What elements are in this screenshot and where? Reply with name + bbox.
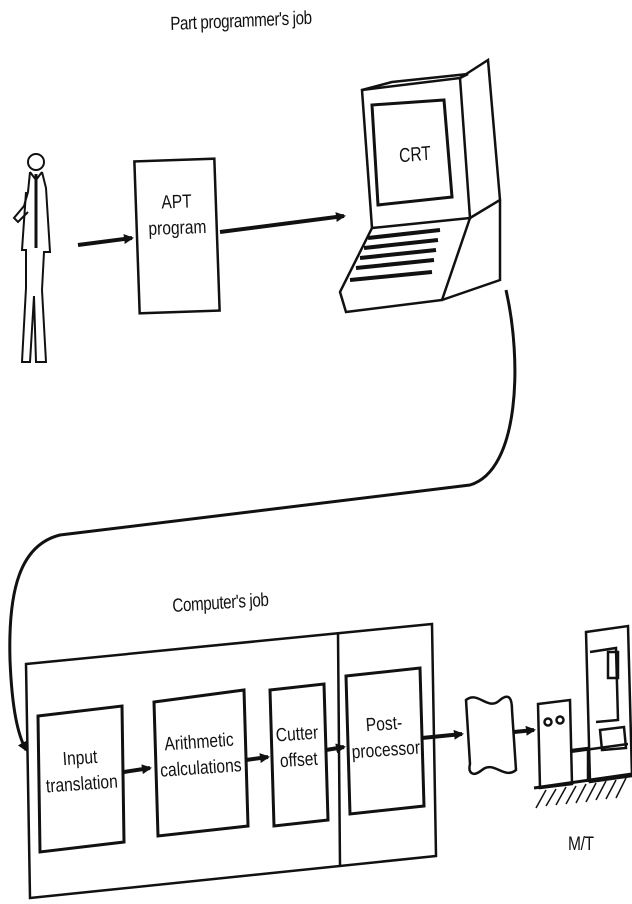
apt-line1: APT <box>161 191 193 214</box>
post-line2: processor <box>351 737 421 764</box>
punched-tape <box>464 695 518 775</box>
machine-tool-label: M/T <box>568 834 594 855</box>
cutter-offset-box <box>268 682 330 828</box>
arrow-to-apt <box>77 234 134 247</box>
cutter-line2: offset <box>279 748 319 773</box>
arrow-input-to-arithmetic <box>123 764 152 775</box>
arrow-tape-to-machine <box>513 725 536 736</box>
arrow-arithmetic-to-cutter <box>245 753 270 764</box>
part-programmer-figure <box>12 153 52 363</box>
apt-program-box <box>133 157 221 315</box>
input-translation-box <box>36 704 126 854</box>
apt-line2: program <box>148 216 207 240</box>
arrow-cutter-to-post <box>325 743 346 754</box>
post-processor-box <box>344 666 426 816</box>
arithmetic-calculations-box <box>152 688 250 838</box>
cutter-line1: Cutter <box>275 722 319 747</box>
machine-tool <box>533 624 632 809</box>
crt-label: CRT <box>398 142 432 168</box>
crt-terminal <box>338 57 502 314</box>
arithmetic-calculations-label: Arithmetic calculations <box>146 726 253 785</box>
cutter-offset-label: Cutter offset <box>264 720 331 776</box>
arrow-to-crt <box>219 212 346 234</box>
arrow-post-to-tape <box>421 729 464 740</box>
post-processor-label: Post- processor <box>340 709 429 767</box>
connector-crt-to-computer <box>8 289 517 752</box>
apt-program-label: APT program <box>136 189 218 244</box>
input-translation-label: Input translation <box>34 743 127 801</box>
input-line2: translation <box>45 771 119 798</box>
